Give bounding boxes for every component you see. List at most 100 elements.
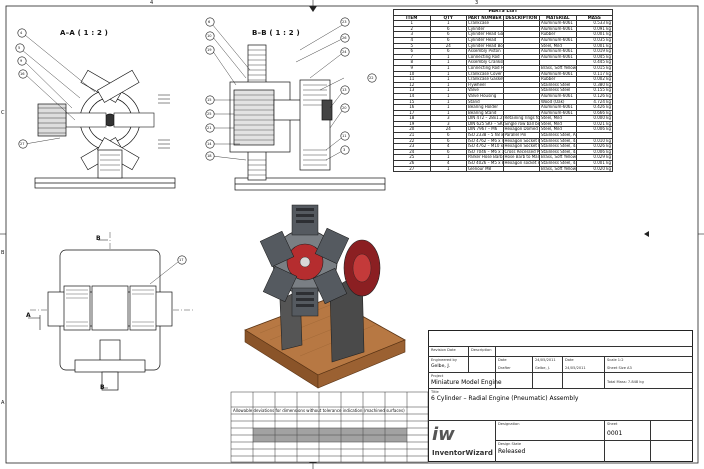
table-cell: Stainless Steel, 440C xyxy=(539,143,577,150)
table-cell: Bearing Holder xyxy=(466,104,504,111)
table-cell: 0.020 kg xyxy=(575,165,613,173)
table-cell: Cylinder Head Bolt xyxy=(466,42,504,50)
table-cell: 4.724 kg xyxy=(575,98,613,106)
sheet-size-label: Sheet Size A3 xyxy=(607,366,632,370)
parts-list-table: PARTS LIST ITEM QTY PART NUMBER DESCRIPT… xyxy=(393,9,613,173)
table-cell: 0.117 kg xyxy=(575,70,613,78)
table-cell: ISO 7046 – M6 x 16 – 4.8 – H xyxy=(466,148,504,156)
sheet-border xyxy=(5,5,699,464)
balloon-label: 18 xyxy=(207,154,212,158)
zone-mark: 3 xyxy=(475,0,479,6)
zone-mark: A xyxy=(1,400,5,406)
section-bb-title: B–B ( 1 : 2 ) xyxy=(252,29,300,37)
table-cell: 1 xyxy=(429,165,467,173)
col-header: DESCRIPTION xyxy=(502,14,540,22)
zone-mark: B xyxy=(1,250,5,256)
table-cell: Aluminum-6061 xyxy=(539,70,577,78)
table-cell: Retaining rings for bores xyxy=(502,115,540,122)
table-cell: 0.002 kg xyxy=(575,76,613,83)
balloon-label: 15 xyxy=(207,98,212,102)
table-cell: Aluminum-6061 xyxy=(539,37,577,44)
title-label: Title xyxy=(431,390,439,394)
balloon-label: 13 xyxy=(342,88,347,92)
table-cell: Single row ball bearings xyxy=(502,120,540,128)
table-cell: Crankcase Gasket xyxy=(466,76,504,83)
project-value: Miniature Model Engine xyxy=(431,379,502,386)
table-cell: Hexagon socket set screws with flat poin… xyxy=(502,160,540,167)
scale-label: Scale 1:2 xyxy=(607,358,624,362)
drafter-value: Gelbe, J. xyxy=(535,366,550,370)
table-cell: ISO 2338 – 5 h8 x 16 xyxy=(466,132,504,139)
section-b-marker-bottom: B xyxy=(100,384,105,391)
table-cell: Cylinder Head Gasket xyxy=(466,31,504,38)
isometric-render xyxy=(244,204,406,389)
balloons-bb xyxy=(205,17,377,161)
balloon-label: 19 xyxy=(207,48,212,52)
balloons-aa xyxy=(15,28,28,149)
table-cell: Aluminum-6061 xyxy=(539,25,577,33)
table-cell: Assembly Piston xyxy=(466,48,504,55)
date-label: Date xyxy=(565,358,574,362)
engineered-by-value: Gelbe, J. xyxy=(431,364,451,369)
table-cell: 0.666 kg xyxy=(575,109,613,117)
balloon-label: 22 xyxy=(369,76,374,80)
table-cell: Stainless Steel, 440C xyxy=(539,160,577,167)
table-cell: Brass, Soft Yellow xyxy=(539,165,577,173)
date-label: Date xyxy=(498,358,507,362)
table-cell: ISO 4762 – M6 x 45 xyxy=(466,137,504,145)
table-cell: Connecting Rod xyxy=(466,53,504,61)
balloon-label: 17 xyxy=(179,258,184,262)
table-cell: Brass, Soft Yellow xyxy=(539,64,577,72)
table-cell: 0.445 kg xyxy=(575,59,613,66)
table-cell xyxy=(502,165,540,173)
logo-text: InventorWizard xyxy=(432,449,493,457)
section-b-marker-top: B xyxy=(96,235,101,242)
table-cell: Hexagon Socket Head Cap Screw xyxy=(502,143,540,150)
inventorwizard-logo-icon: iw xyxy=(432,424,455,445)
design-state-value: Released xyxy=(498,448,526,455)
table-cell: Stainless Steel, 440C xyxy=(539,137,577,145)
balloon-label: 14 xyxy=(207,142,212,146)
table-cell: 0.380 kg xyxy=(575,81,613,89)
table-cell: Parker Hose Barb to Male Pipe 125HBL 125… xyxy=(466,154,504,161)
table-cell: ISO 4762 – M10 x 25 xyxy=(466,143,504,150)
table-cell: 0.015 kg xyxy=(575,64,613,72)
tolerance-table xyxy=(230,391,429,463)
section-aa-view xyxy=(21,34,176,189)
table-cell: Aluminum-6061 xyxy=(539,53,577,61)
balloon-label: 9 xyxy=(20,59,23,63)
balloon-label: 16 xyxy=(20,72,25,76)
table-cell: Aluminum-6061 xyxy=(539,92,577,100)
table-cell: Stainless Steel, Austenitic xyxy=(539,132,577,139)
front-view xyxy=(28,232,195,391)
table-cell: 0.000 kg xyxy=(575,115,613,122)
date-value: 24/05/2011 xyxy=(535,358,556,362)
table-cell: Glenour M8 xyxy=(466,165,504,173)
drafter-label: Drafter xyxy=(498,366,511,370)
table-cell: 0.126 kg xyxy=(575,92,613,100)
table-cell: Aluminum-6061 xyxy=(539,20,577,27)
description-label: Description xyxy=(471,348,492,352)
drawing-title: 6 Cylinder – Radial Engine (Pneumatic) A… xyxy=(431,395,579,402)
tolerance-caption: Allowable deviations for dimensions with… xyxy=(233,408,405,413)
table-cell: Crankcase Cover xyxy=(466,70,504,78)
total-mass-label: Total Mass: 7.848 kg xyxy=(607,380,644,384)
balloon-label: 25 xyxy=(207,112,212,116)
designation-label: Designation xyxy=(498,422,520,426)
section-bb-view xyxy=(211,23,386,191)
table-cell: Hexagon Socket Head Cap Screw xyxy=(502,137,540,145)
